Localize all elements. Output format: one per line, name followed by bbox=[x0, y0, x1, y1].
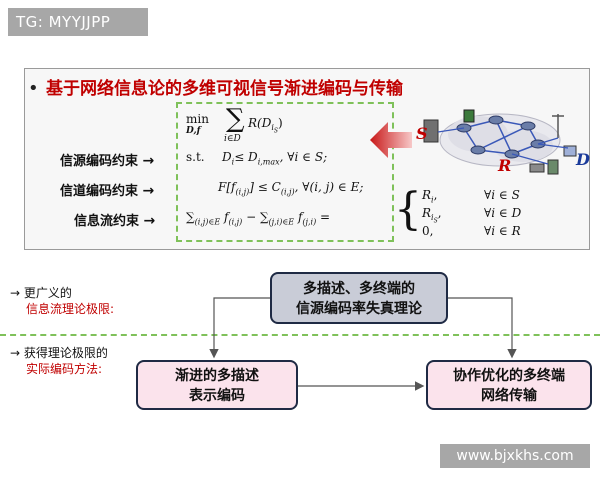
relay-set-label: R bbox=[498, 156, 512, 175]
obtain-limit-label: → 获得理论极限的 bbox=[10, 346, 108, 360]
practical-method-label: 实际编码方法: bbox=[26, 362, 103, 376]
section-divider bbox=[0, 334, 600, 336]
min-operator: min bbox=[186, 112, 209, 126]
info-flow-limit-label: 信息流理论极限: bbox=[26, 302, 115, 316]
case-destination-condition: ∀i ∈ D bbox=[484, 206, 522, 220]
progressive-coding-node: 渐进的多描述 表示编码 bbox=[136, 360, 298, 410]
red-pointer-icon bbox=[370, 122, 412, 158]
rate-distortion-theory-node: 多描述、多终端的 信源编码率失真理论 bbox=[270, 272, 448, 324]
objective-function: R(DiS) bbox=[248, 116, 283, 135]
min-variables: D,f bbox=[186, 126, 201, 136]
sum-index: i∈D bbox=[224, 134, 241, 144]
case-source-value: Ri, bbox=[422, 188, 438, 205]
distortion-constraint: Di≤ Di,max, ∀i ∈ S; bbox=[222, 150, 328, 167]
subject-to: s.t. bbox=[186, 150, 205, 164]
optimization-box bbox=[176, 102, 394, 242]
case-destination-value: RiS, bbox=[422, 206, 442, 225]
sum-symbol: ∑ bbox=[226, 104, 245, 134]
bullet-point: • bbox=[28, 78, 39, 99]
source-set-label: S bbox=[416, 124, 428, 143]
flow-constraint-label: 信息流约束 → bbox=[74, 213, 156, 229]
channel-constraint-label: 信道编码约束 → bbox=[60, 183, 155, 199]
case-relay-condition: ∀i ∈ R bbox=[484, 224, 521, 238]
generalized-limit-label: → 更广义的 bbox=[10, 286, 72, 300]
flow-constraint: ∑(i,j)∈E f(i,j) − ∑(j,i)∈E f(j,i) = bbox=[186, 210, 331, 227]
case-source-condition: ∀i ∈ S bbox=[484, 188, 520, 202]
destination-set-label: D bbox=[576, 150, 590, 169]
slide-title: 基于网络信息论的多维可视信号渐进编码与传输 bbox=[46, 79, 403, 99]
case-brace: { bbox=[394, 184, 422, 235]
source-constraint-label: 信源编码约束 → bbox=[60, 153, 155, 169]
network-transmission-node: 协作优化的多终端 网络传输 bbox=[426, 360, 592, 410]
network-diagram-icon bbox=[423, 109, 577, 175]
capacity-constraint: F[f(i,j)] ≤ C(i,j), ∀(i, j) ∈ E; bbox=[218, 180, 364, 197]
case-relay-value: 0, bbox=[422, 224, 434, 238]
site-watermark: www.bjxkhs.com bbox=[440, 444, 590, 468]
channel-badge: TG: MYYJJPP bbox=[8, 8, 148, 36]
